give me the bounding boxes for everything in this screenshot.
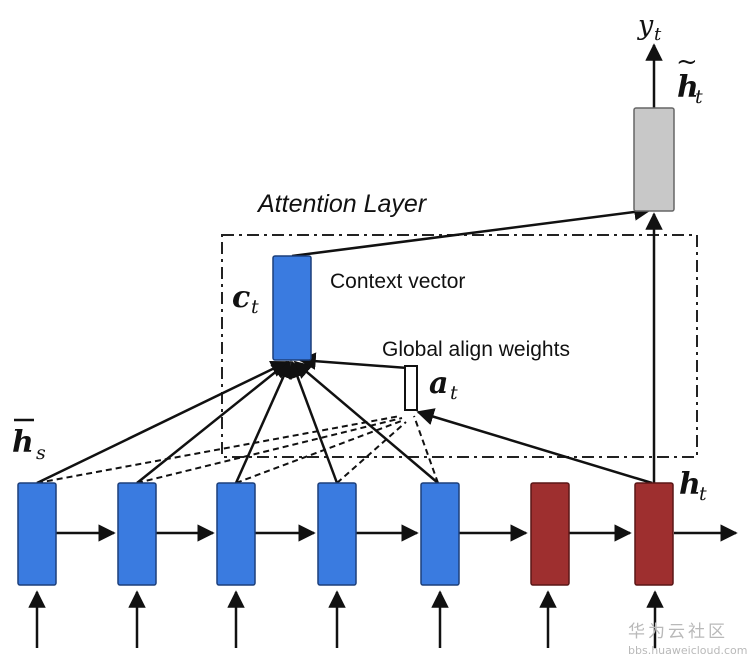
symbol-sub: t (251, 296, 259, 318)
symbol-y-t: y t (637, 10, 662, 45)
symbol-sub: t (654, 24, 662, 45)
input-arrows (28, 590, 664, 648)
target-to-align-line (416, 408, 653, 485)
symbol-main: h (679, 467, 701, 502)
context-vector-cell (272, 255, 312, 361)
dashed-score-lines (36, 415, 439, 484)
symbol-h-tilde-t: ~ h t (676, 47, 703, 108)
symbol-a-t: a t (429, 366, 458, 404)
align-to-context-line (298, 352, 410, 410)
symbol-main: a (429, 366, 448, 401)
encoder-cell (17, 482, 57, 586)
context-to-output-line (291, 203, 652, 258)
symbol-sub: t (695, 86, 703, 108)
symbol-h-t: h t (679, 467, 707, 505)
attention-layer-box (221, 234, 698, 458)
decoder-cells (530, 482, 674, 586)
symbol-sub: s (36, 442, 46, 464)
symbol-main: y (637, 10, 654, 41)
attention-layer-title: Attention Layer (256, 190, 428, 218)
encoder-cell (216, 482, 256, 586)
decoder-cell (530, 482, 570, 586)
symbol-h-bar-s: h s (12, 418, 46, 464)
align-weights-box (404, 365, 418, 411)
encoder-cells (17, 482, 460, 586)
context-lines (36, 360, 439, 485)
watermark-url: bbs.huaweicloud.com (628, 644, 747, 657)
symbol-main: c (232, 280, 250, 315)
attentional-hidden-cell (633, 107, 675, 212)
symbol-sub: t (450, 382, 458, 404)
watermark-title: 华为云社区 (628, 622, 728, 642)
symbol-c-t: c t (232, 280, 259, 318)
context-vector-label: Context vector (330, 270, 465, 293)
encoder-cell (117, 482, 157, 586)
global-align-weights-label: Global align weights (382, 338, 570, 361)
symbol-main: h (677, 70, 699, 105)
symbol-sub: t (699, 483, 707, 505)
tilde-mark: ~ (676, 47, 698, 77)
encoder-cell (420, 482, 460, 586)
watermark: 华为云社区 bbs.huaweicloud.com (628, 622, 747, 657)
symbol-main: h (12, 425, 34, 460)
encoder-cell (317, 482, 357, 586)
decoder-cell-current (634, 482, 674, 586)
